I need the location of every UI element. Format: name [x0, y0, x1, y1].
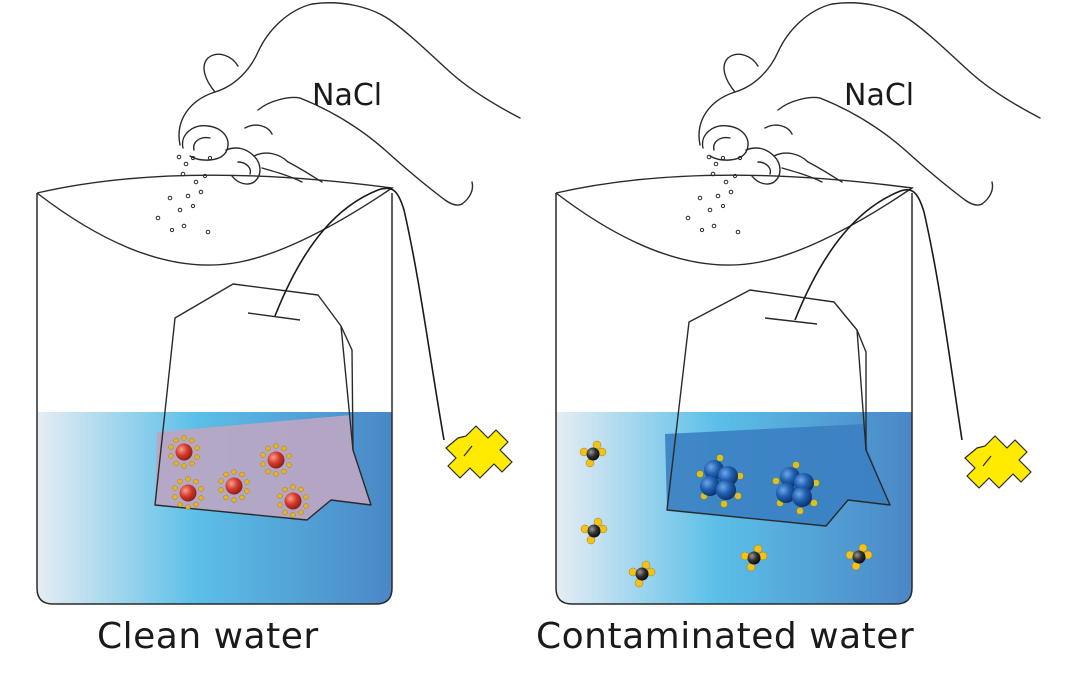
caption-contaminated-water: Contaminated water: [536, 616, 915, 657]
panel-clean-water: [36, 2, 521, 605]
tag-icon: [964, 435, 1032, 489]
panel-contaminated-water: [555, 2, 1041, 605]
salt-label-contaminated: NaCl: [844, 78, 915, 113]
tea-bag-icon: [666, 289, 891, 527]
salt-grains-icon: [685, 154, 743, 235]
beaker-icon: [36, 193, 393, 605]
salt-grains-icon: [155, 154, 213, 235]
tea-bag-submerged-contaminated: [665, 424, 890, 526]
tag-icon: [445, 425, 513, 479]
tea-bag-string-contaminated: [794, 188, 963, 441]
beaker-rim: [36, 174, 394, 266]
tea-bag-icon: [154, 283, 372, 521]
beaker-icon: [555, 193, 913, 605]
beaker-rim: [555, 174, 914, 266]
caption-clean-water: Clean water: [97, 616, 319, 657]
salt-label-clean: NaCl: [312, 78, 383, 113]
tea-bag-string-clean: [274, 187, 445, 441]
tea-bag-submerged-clean: [155, 415, 371, 520]
